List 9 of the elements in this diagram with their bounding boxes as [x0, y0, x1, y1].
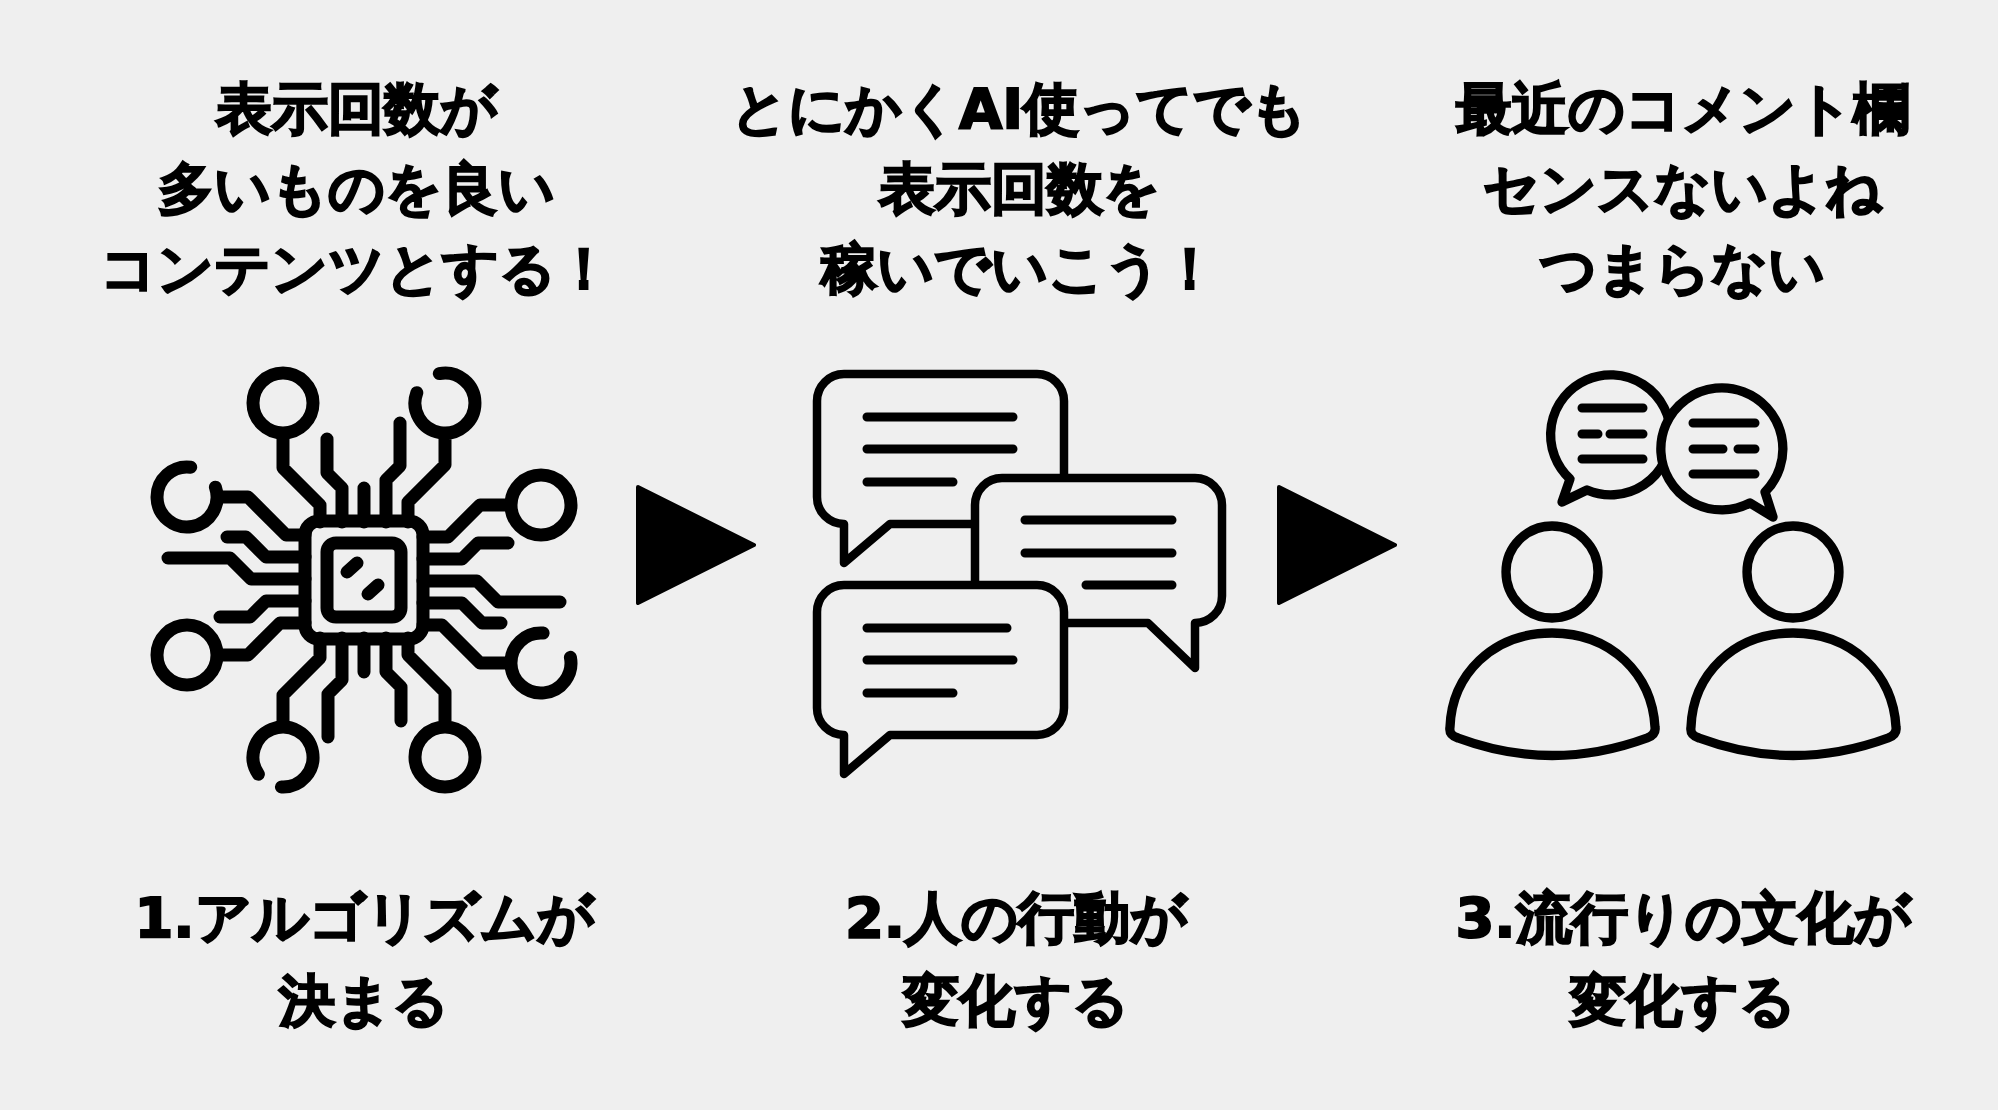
quote-text: 最近のコメント欄センスないよねつまらない [1455, 75, 1909, 303]
people-talking-icon [1444, 369, 1904, 762]
step-caption: 1.アルゴリズムが決まる [134, 884, 594, 1035]
step-caption: 3.流行りの文化が変化する [1455, 884, 1911, 1035]
speech-bubbles-icon [812, 369, 1228, 779]
step-caption: 2.人の行動が変化する [844, 884, 1188, 1035]
quote-text: とにかくAI使ってでも表示回数を稼いでいこう！ [730, 75, 1308, 303]
circuit-chip-icon [150, 366, 578, 794]
quote-text: 表示回数が多いものを良いコンテンツとする！ [100, 75, 612, 303]
